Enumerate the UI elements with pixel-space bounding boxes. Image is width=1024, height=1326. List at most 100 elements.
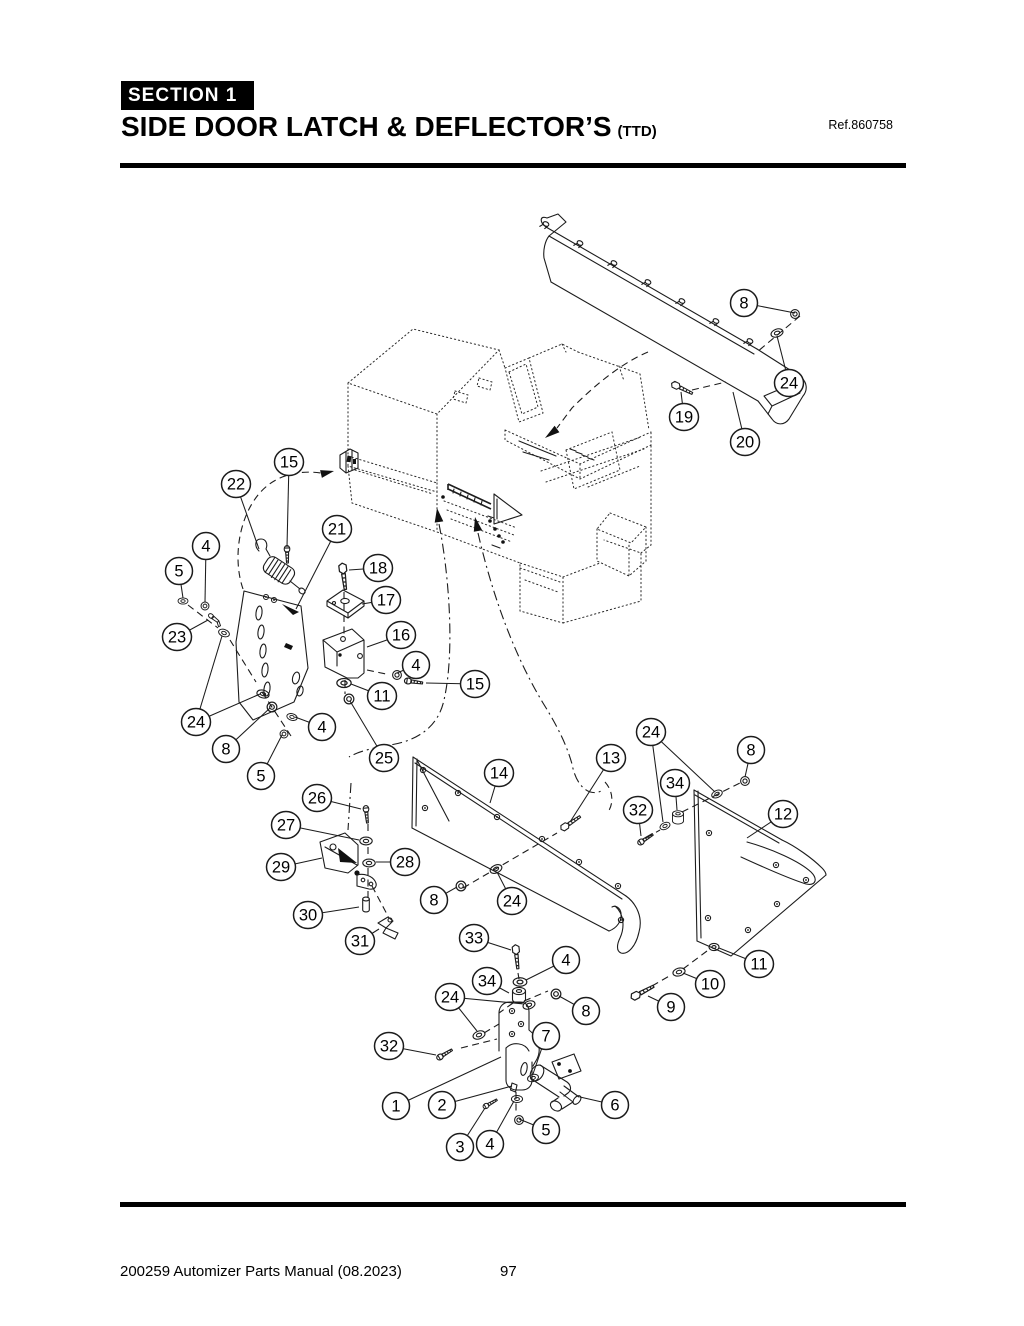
callout-24: 24 xyxy=(773,368,805,398)
callout-15: 15 xyxy=(273,447,305,477)
svg-text:31: 31 xyxy=(351,933,369,951)
callout-11: 11 xyxy=(366,681,398,711)
svg-text:24: 24 xyxy=(642,724,660,742)
svg-text:6: 6 xyxy=(610,1097,619,1115)
svg-text:33: 33 xyxy=(465,930,483,948)
svg-text:8: 8 xyxy=(221,741,230,759)
callout-4: 4 xyxy=(551,945,581,975)
callout-4: 4 xyxy=(307,712,337,742)
svg-text:28: 28 xyxy=(396,854,414,872)
svg-text:8: 8 xyxy=(581,1003,590,1021)
svg-text:34: 34 xyxy=(666,775,684,793)
callout-9: 9 xyxy=(656,992,686,1022)
callout-15: 15 xyxy=(459,669,491,699)
callout-26: 26 xyxy=(301,783,333,813)
callout-4: 4 xyxy=(475,1129,505,1159)
callout-27: 27 xyxy=(270,810,302,840)
callout-22: 22 xyxy=(220,469,252,499)
callout-6: 6 xyxy=(600,1090,630,1120)
latch-bracket-assembly xyxy=(319,782,399,940)
callout-2: 2 xyxy=(427,1090,457,1120)
callout-24: 24 xyxy=(434,982,466,1012)
callout-13: 13 xyxy=(595,743,627,773)
footer-page-number: 97 xyxy=(500,1263,517,1280)
callout-21: 21 xyxy=(321,514,353,544)
svg-text:1: 1 xyxy=(391,1098,400,1116)
svg-text:24: 24 xyxy=(187,714,205,732)
svg-text:4: 4 xyxy=(317,719,326,737)
callout-leader-21 xyxy=(295,528,338,610)
svg-text:8: 8 xyxy=(429,892,438,910)
callout-17: 17 xyxy=(370,585,402,615)
callout-balloons: 8241920152221452318171641511252484513142… xyxy=(161,288,805,1162)
svg-text:20: 20 xyxy=(736,434,754,452)
svg-text:5: 5 xyxy=(541,1122,550,1140)
svg-text:16: 16 xyxy=(392,627,410,645)
svg-text:7: 7 xyxy=(541,1028,550,1046)
svg-text:29: 29 xyxy=(272,859,290,877)
svg-text:8: 8 xyxy=(746,742,755,760)
callout-8: 8 xyxy=(729,288,759,318)
fasteners xyxy=(177,309,800,1125)
svg-text:5: 5 xyxy=(256,768,265,786)
svg-text:18: 18 xyxy=(369,560,387,578)
svg-text:19: 19 xyxy=(675,409,693,427)
page-title-text: SIDE DOOR LATCH & DEFLECTOR’S xyxy=(121,111,612,142)
svg-text:27: 27 xyxy=(277,817,295,835)
callout-12: 12 xyxy=(767,799,799,829)
svg-text:8: 8 xyxy=(739,295,748,313)
callout-24: 24 xyxy=(635,717,667,747)
svg-text:24: 24 xyxy=(441,989,459,1007)
callout-25: 25 xyxy=(368,743,400,773)
svg-text:21: 21 xyxy=(328,521,346,539)
svg-text:22: 22 xyxy=(227,476,245,494)
svg-text:30: 30 xyxy=(299,907,317,925)
callout-16: 16 xyxy=(385,620,417,650)
callout-24: 24 xyxy=(496,886,528,916)
callout-8: 8 xyxy=(419,885,449,915)
svg-text:24: 24 xyxy=(503,893,521,911)
callout-4: 4 xyxy=(401,650,431,680)
svg-text:13: 13 xyxy=(602,750,620,768)
svg-text:24: 24 xyxy=(780,375,798,393)
svg-text:3: 3 xyxy=(455,1139,464,1157)
callout-leader-24 xyxy=(195,635,223,723)
svg-text:4: 4 xyxy=(561,952,570,970)
upper-deflector-panel xyxy=(539,213,807,425)
latch-plate-assembly xyxy=(187,538,309,737)
callout-28: 28 xyxy=(389,847,421,877)
callout-34: 34 xyxy=(659,768,691,798)
svg-text:4: 4 xyxy=(201,538,210,556)
callout-34: 34 xyxy=(471,966,503,996)
callout-8: 8 xyxy=(571,996,601,1026)
svg-text:4: 4 xyxy=(485,1136,494,1154)
callout-14: 14 xyxy=(483,758,515,788)
svg-text:26: 26 xyxy=(308,790,326,808)
callout-leaders xyxy=(176,302,796,1148)
callout-32: 32 xyxy=(622,795,654,825)
svg-text:32: 32 xyxy=(380,1038,398,1056)
svg-text:5: 5 xyxy=(174,563,183,581)
svg-text:4: 4 xyxy=(411,657,420,675)
callout-5: 5 xyxy=(246,761,276,791)
callout-7: 7 xyxy=(531,1021,561,1051)
svg-text:10: 10 xyxy=(701,976,719,994)
callout-3: 3 xyxy=(445,1132,475,1162)
callout-29: 29 xyxy=(265,852,297,882)
side-deflector-panel xyxy=(636,782,827,957)
callout-32: 32 xyxy=(373,1031,405,1061)
callout-5: 5 xyxy=(531,1115,561,1145)
svg-text:32: 32 xyxy=(629,802,647,820)
callout-11: 11 xyxy=(743,949,775,979)
svg-text:17: 17 xyxy=(377,592,395,610)
svg-text:11: 11 xyxy=(750,956,767,974)
callout-5: 5 xyxy=(164,556,194,586)
truck-cab-sketch xyxy=(346,328,652,624)
svg-text:12: 12 xyxy=(774,806,792,824)
callout-19: 19 xyxy=(668,402,700,432)
page-title: SIDE DOOR LATCH & DEFLECTOR’S(TTD) xyxy=(121,111,657,143)
callout-leader-24 xyxy=(650,731,664,823)
callout-8: 8 xyxy=(736,735,766,765)
